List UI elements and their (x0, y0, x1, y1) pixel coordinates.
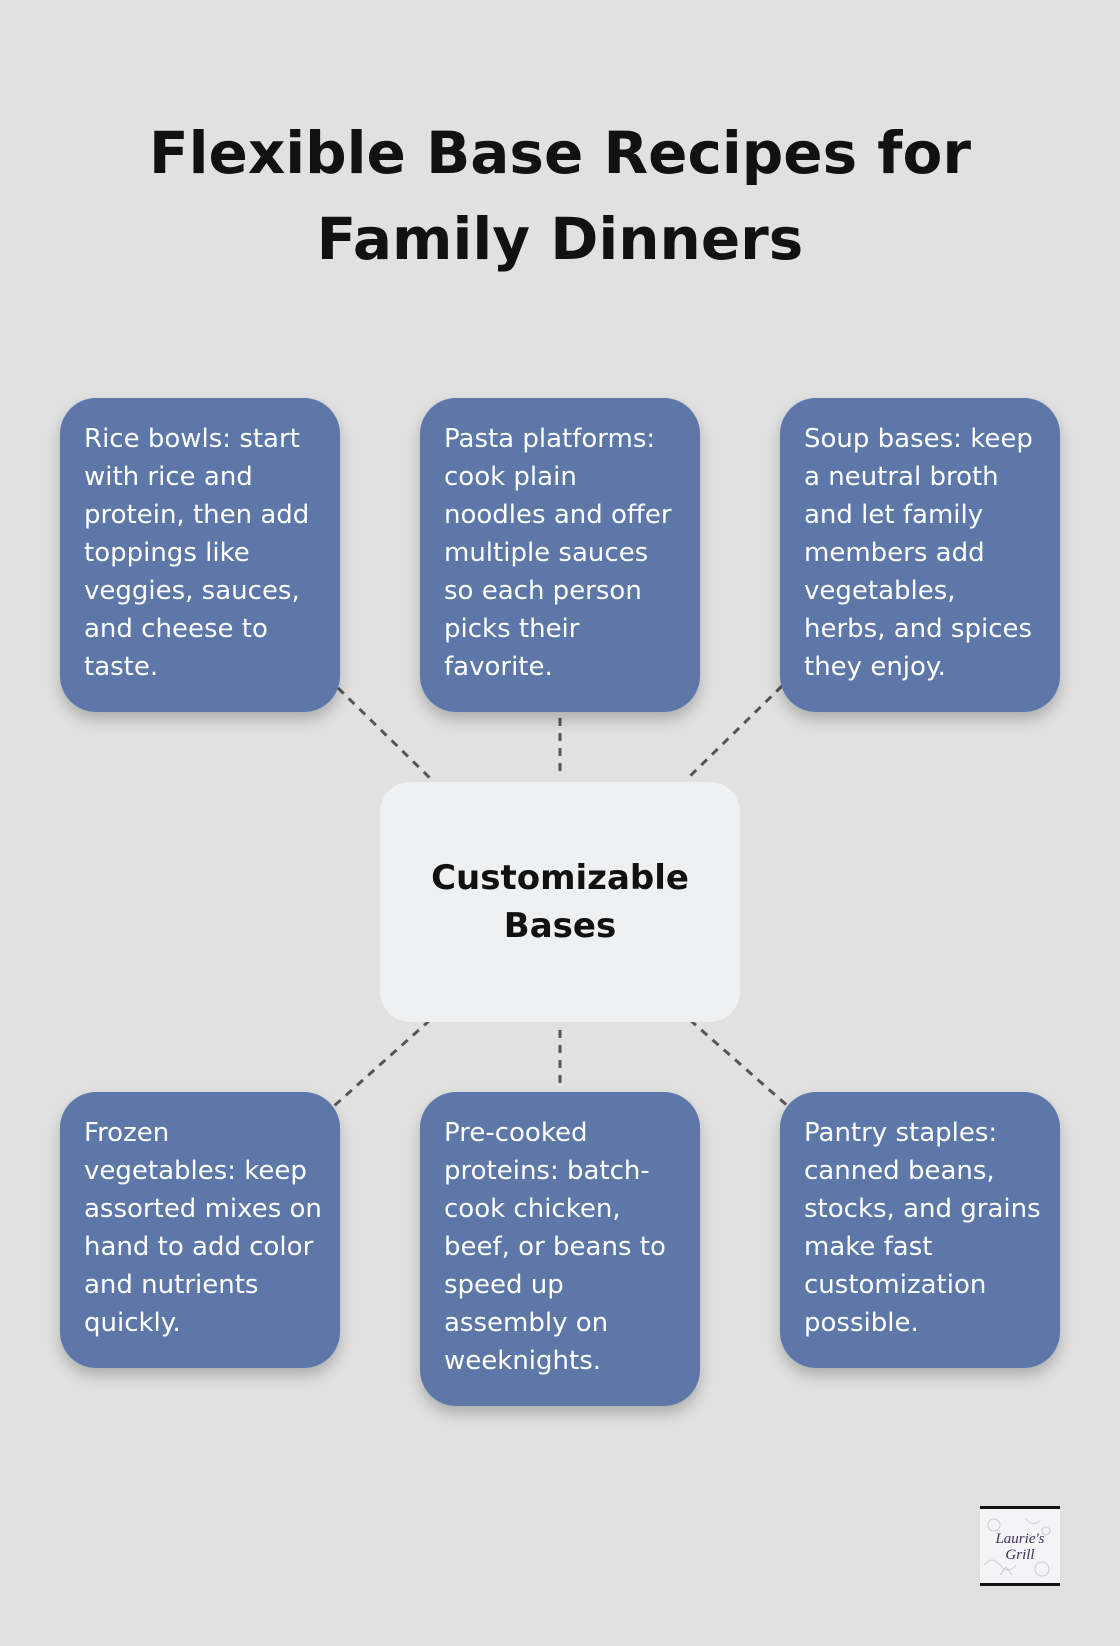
card-rice-bowls: Rice bowls: start with rice and protein,… (60, 398, 340, 712)
center-label: Customizable Bases (431, 858, 689, 946)
page-title: Flexible Base Recipes for Family Dinners (149, 119, 971, 273)
logo-text-line1: Laurie's (995, 1531, 1045, 1547)
card-pre-cooked-proteins: Pre-cooked proteins: batch-cook chicken,… (420, 1092, 700, 1406)
connector-rice (336, 686, 436, 784)
connector-pantry (689, 1018, 791, 1110)
logo-pattern-icon (983, 1518, 1051, 1577)
card-soup-bases: Soup bases: keep a neutral broth and let… (780, 398, 1060, 712)
card-pasta-platforms: Pasta platforms: cook plain noodles and … (420, 398, 700, 712)
lauries-grill-logo: Laurie's Grill (980, 1506, 1060, 1586)
card-pantry-staples: Pantry staples: canned beans, stocks, an… (780, 1092, 1060, 1368)
card-frozen-vegetables: Frozen vegetables: keep assorted mixes o… (60, 1092, 340, 1368)
logo-text-line2: Grill (1005, 1547, 1035, 1563)
connector-soup (684, 684, 784, 782)
center-node: Customizable Bases (380, 782, 740, 1022)
connector-frozen (332, 1018, 432, 1108)
